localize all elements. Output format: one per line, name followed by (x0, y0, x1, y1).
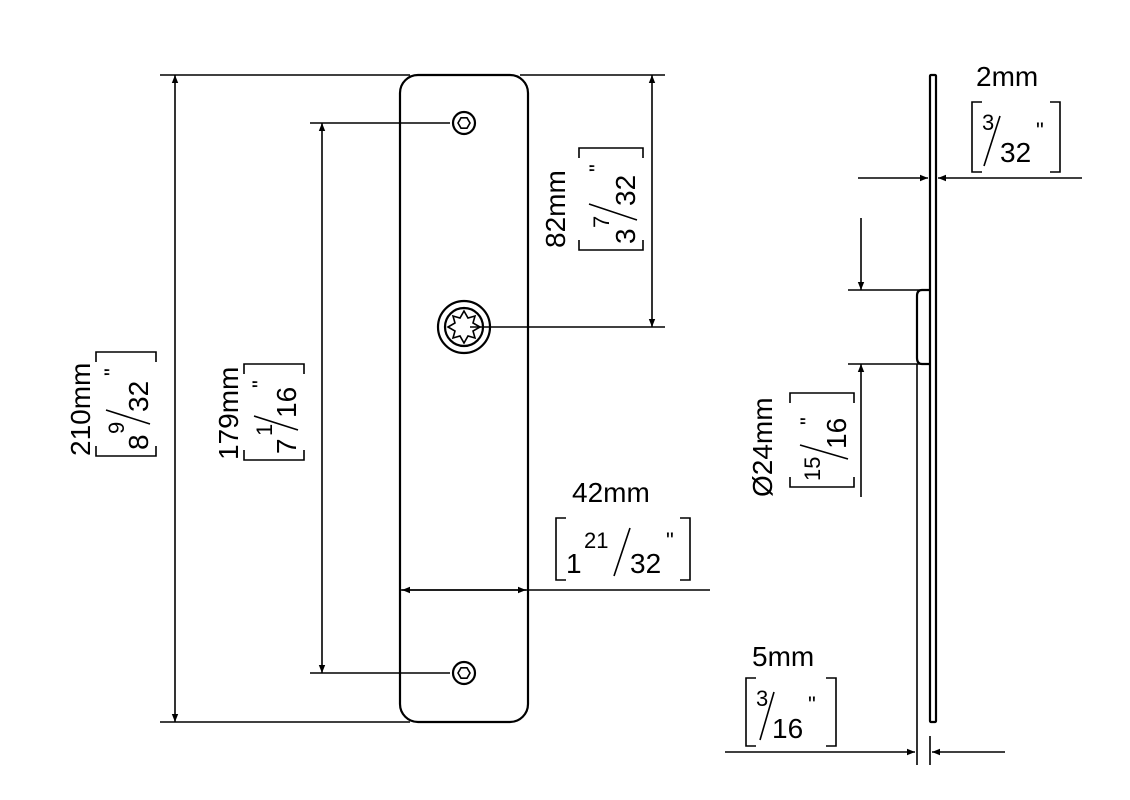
boss-diameter-metric-value: 24mm (747, 397, 778, 475)
width-inch-denominator: 32 (630, 548, 661, 579)
hole-spacing-inch-mark: " (248, 380, 273, 388)
boss-depth-inch-numerator: 3 (756, 686, 768, 711)
top-to-center-inch-whole: 3 (610, 228, 641, 244)
boss-diameter-inch-mark: " (796, 417, 821, 425)
height-inch-whole: 8 (123, 434, 154, 450)
boss-diameter-dimension: Ø24mm 15 16 " (747, 218, 922, 497)
width-dimension: 42mm 1 21 32 " (400, 477, 710, 594)
thickness-inch-numerator: 3 (982, 110, 994, 135)
boss-diameter-inch-numerator: 15 (800, 457, 825, 481)
boss-depth-inch-denominator: 16 (772, 713, 803, 744)
width-inch-whole: 1 (566, 548, 582, 579)
plate-outline (398, 73, 530, 724)
hole-spacing-inch-numerator: 1 (252, 424, 277, 436)
front-view (398, 73, 530, 724)
height-inch-mark: " (100, 368, 125, 376)
boss-depth-metric-label: 5mm (752, 641, 814, 672)
thickness-metric-label: 2mm (976, 61, 1038, 92)
hole-spacing-metric-label: 179mm (213, 367, 244, 460)
top-to-center-metric-label: 82mm (540, 170, 571, 248)
height-dimension: 210mm 8 9 32 " (65, 74, 410, 723)
top-to-center-inch-denominator: 32 (610, 175, 641, 206)
diameter-symbol: Ø (747, 475, 778, 497)
top-to-center-dimension: 82mm 3 7 32 " (470, 74, 665, 328)
top-screw-hole (451, 110, 477, 136)
thickness-dimension: 2mm 3 32 " (858, 61, 1082, 182)
boss-diameter-inch-denominator: 16 (821, 418, 852, 449)
thickness-inch-mark: " (1036, 118, 1044, 143)
top-to-center-inch-mark: " (585, 164, 610, 172)
width-inch-numerator: 21 (584, 528, 608, 553)
width-inch-mark: " (666, 528, 674, 553)
plate-side-profile (928, 73, 938, 724)
bottom-screw-hole (451, 660, 477, 686)
hole-spacing-dimension: 179mm 7 1 16 " (213, 122, 450, 674)
height-inch-denominator: 32 (123, 381, 154, 412)
width-metric-label: 42mm (572, 477, 650, 508)
height-inch-numerator: 9 (104, 422, 129, 434)
hole-spacing-inch-denominator: 16 (271, 387, 302, 418)
boss-diameter-metric-label: Ø24mm (747, 397, 778, 497)
boss-depth-dimension: 5mm 3 16 " (725, 641, 1005, 765)
boss-side-profile (915, 288, 930, 366)
top-to-center-inch-numerator: 7 (589, 216, 614, 228)
boss-depth-inch-mark: " (808, 692, 816, 717)
height-metric-label: 210mm (65, 363, 96, 456)
thickness-inch-denominator: 32 (1000, 137, 1031, 168)
hole-spacing-inch-whole: 7 (271, 438, 302, 454)
